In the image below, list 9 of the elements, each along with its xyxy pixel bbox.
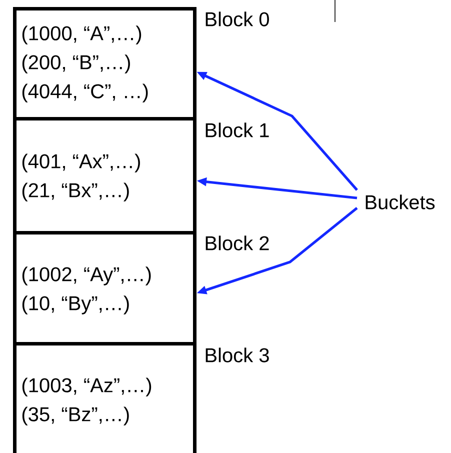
block-label: Block 0: [206, 12, 269, 26]
block-label: Block 1: [206, 122, 269, 138]
block-box: (1002, “Ay”,…) (10, “By”,…): [13, 231, 196, 346]
block-box: (401, “Ax”,…) (21, “Bx”,…): [13, 117, 196, 234]
block-label: Block 2: [206, 236, 269, 250]
block-label: Block 3: [206, 348, 269, 362]
bucket-label: Buckets: [366, 194, 435, 210]
block-box: (1003, “Az”,…) (35, “Bz”,…): [13, 342, 196, 453]
block-box: (1000, “A”,…) (200, “B”,…) (4044, “C”, …): [13, 7, 196, 120]
